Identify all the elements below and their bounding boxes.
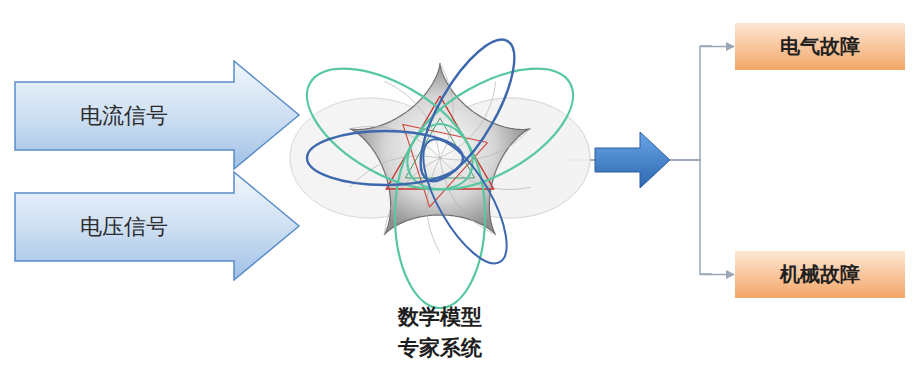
fault-box: 机械故障 — [735, 251, 905, 298]
bracket-tick — [700, 45, 712, 47]
node-label: 电压信号 — [80, 212, 168, 242]
fault-box: 电气故障 — [735, 23, 905, 70]
input-arrow: 电压信号 — [14, 171, 301, 281]
node-label: 电流信号 — [80, 101, 168, 131]
node-label: 电气故障 — [780, 33, 860, 60]
input-arrow: 电流信号 — [14, 60, 301, 170]
bracket-tick — [700, 273, 712, 275]
model-figure: 数学模型 专家系统 — [315, 8, 565, 366]
flow-arrow — [595, 132, 670, 188]
node-label: 机械故障 — [780, 261, 860, 288]
model-caption: 数学模型 专家系统 — [395, 302, 485, 364]
